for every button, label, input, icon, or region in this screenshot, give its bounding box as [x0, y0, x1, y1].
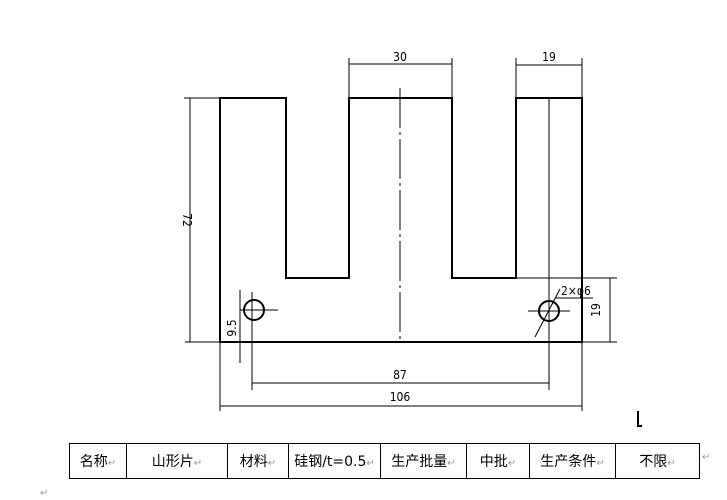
dim-106: 106: [219, 342, 583, 411]
svg-text:30: 30: [393, 50, 407, 64]
cell-material-value: 硅钢/t=0.5↵: [288, 443, 381, 479]
table-row: 名称↵ 山形片↵ 材料↵ 硅钢/t=0.5↵ 生产批量↵ 中批↵ 生产条件↵ 不…: [69, 443, 700, 479]
spec-table: 名称↵ 山形片↵ 材料↵ 硅钢/t=0.5↵ 生产批量↵ 中批↵ 生产条件↵ 不…: [69, 443, 700, 479]
text-cursor: [637, 411, 642, 427]
dim-9-5: 9.5: [225, 290, 241, 363]
paragraph-mark: ↵: [702, 452, 711, 463]
part-outline: [219, 97, 583, 343]
dim-19-right: 19: [452, 277, 617, 342]
paragraph-mark: ↵: [40, 488, 49, 499]
svg-text:72: 72: [180, 213, 194, 227]
dim-30: 30: [348, 50, 453, 98]
cell-name-label: 名称↵: [69, 443, 127, 479]
hole-left: [240, 292, 278, 390]
svg-text:19: 19: [542, 50, 556, 64]
svg-text:9.5: 9.5: [225, 319, 239, 336]
cell-condition-label: 生产条件↵: [529, 443, 616, 479]
svg-text:2×φ6: 2×φ6: [561, 284, 591, 298]
dim-87: 87: [252, 368, 549, 384]
cell-material-label: 材料↵: [227, 443, 289, 479]
cell-batch-label: 生产批量↵: [380, 443, 467, 479]
dim-72: 72: [180, 97, 220, 343]
cell-name-value: 山形片↵: [126, 443, 228, 479]
hole-right: [528, 300, 570, 390]
dim-19-top: 19: [515, 50, 583, 98]
svg-text:87: 87: [393, 368, 407, 382]
cell-batch-value: 中批↵: [466, 443, 530, 479]
cell-condition-value: 不限↵: [615, 443, 700, 479]
svg-text:19: 19: [589, 303, 603, 317]
hole-callout: 2×φ6: [534, 284, 593, 338]
svg-text:106: 106: [390, 390, 411, 404]
